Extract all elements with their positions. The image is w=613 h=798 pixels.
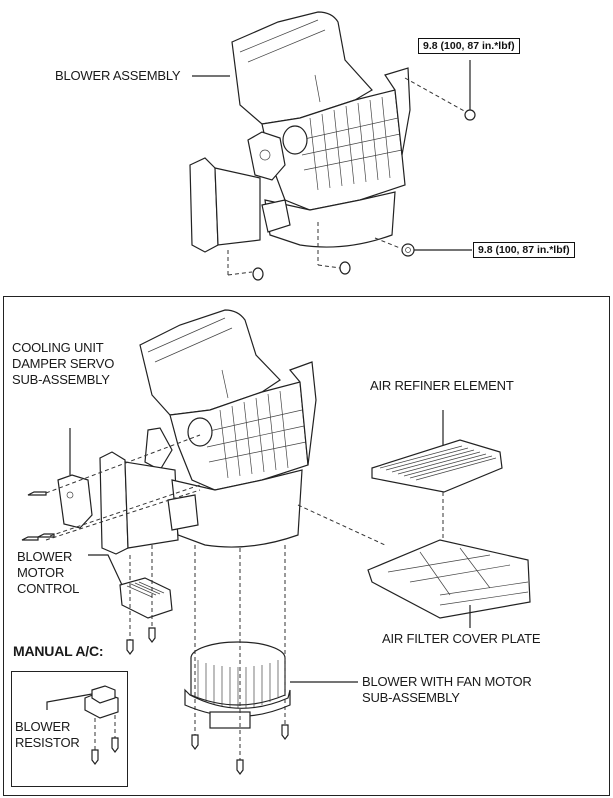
- label-air-refiner-element: AIR REFINER ELEMENT: [370, 378, 514, 393]
- manual-ac-inset-frame: [11, 671, 128, 787]
- label-damper-servo-line2: DAMPER SERVO: [12, 356, 115, 371]
- label-blower-motor-control-line2: MOTOR: [17, 565, 65, 580]
- top-blower-assembly-drawing: [189, 11, 476, 281]
- bolt-icon: [464, 109, 476, 121]
- exploded-view-frame: [3, 296, 610, 796]
- label-blower-resistor-line1: BLOWER: [15, 719, 71, 734]
- torque-spec-upper: 9.8 (100, 87 in.*lbf): [418, 38, 520, 54]
- label-blower-motor-control-line3: CONTROL: [17, 581, 80, 596]
- label-damper-servo-line3: SUB-ASSEMBLY: [12, 372, 110, 387]
- label-blower-resistor-line2: RESISTOR: [15, 735, 80, 750]
- label-manual-ac: MANUAL A/C:: [13, 643, 104, 659]
- label-blower-assembly: BLOWER ASSEMBLY: [55, 68, 181, 83]
- label-blower-fan-motor-line1: BLOWER WITH FAN MOTOR: [362, 674, 532, 689]
- label-damper-servo-line1: COOLING UNIT: [12, 340, 104, 355]
- label-blower-fan-motor-line2: SUB-ASSEMBLY: [362, 690, 460, 705]
- exploded-blower-drawing: [21, 309, 531, 775]
- label-air-filter-cover-plate: AIR FILTER COVER PLATE: [382, 631, 541, 646]
- torque-spec-lower: 9.8 (100, 87 in.*lbf): [473, 242, 575, 258]
- label-blower-motor-control-line1: BLOWER: [17, 549, 73, 564]
